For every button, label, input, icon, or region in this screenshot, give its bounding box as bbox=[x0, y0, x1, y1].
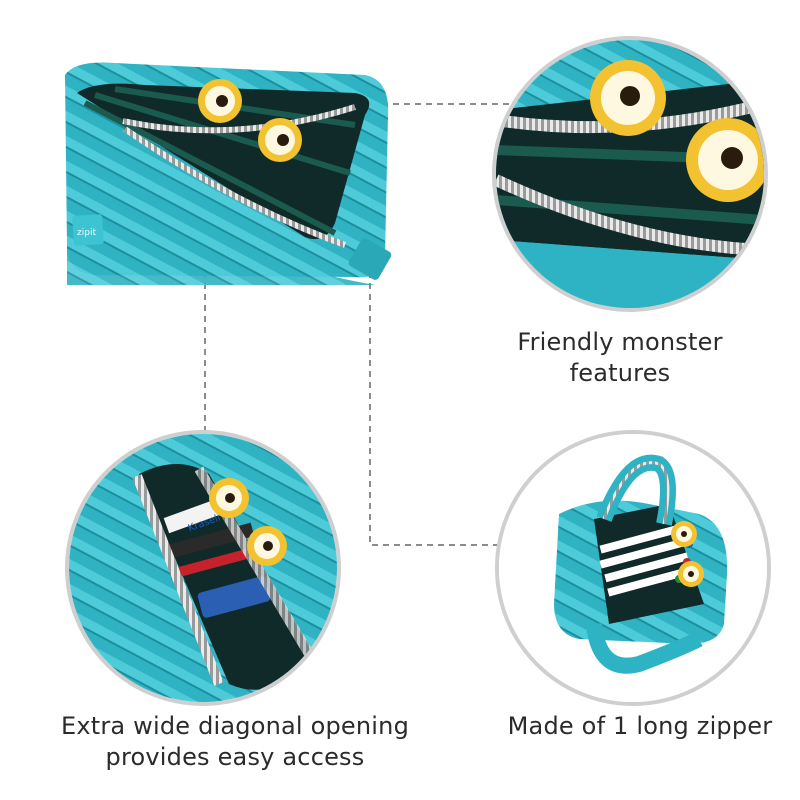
brand-tag-text: zipit bbox=[77, 228, 96, 238]
caption-diagonal-opening: Extra wide diagonal opening provides eas… bbox=[55, 711, 415, 773]
right-eye-icon bbox=[258, 118, 302, 162]
caption-diagonal-opening-line2: provides easy access bbox=[105, 743, 365, 771]
left-eye-icon bbox=[198, 79, 242, 123]
detail-circle-opening: Kraseli bbox=[65, 430, 341, 706]
caption-friendly-monster-line2: features bbox=[569, 359, 671, 387]
eye-icon-zipper-1 bbox=[671, 521, 697, 547]
eye-icon-opening-2 bbox=[247, 526, 287, 566]
caption-long-zipper: Made of 1 long zipper bbox=[495, 711, 785, 742]
main-product-image: zipit bbox=[65, 62, 392, 285]
caption-long-zipper-line1: Made of 1 long zipper bbox=[507, 712, 773, 740]
caption-friendly-monster-line1: Friendly monster bbox=[517, 328, 723, 356]
eye-icon-zipper-2 bbox=[678, 561, 704, 587]
eye-icon-opening-1 bbox=[209, 478, 249, 518]
large-eye-icon-2 bbox=[686, 118, 764, 202]
connector-bottom-right bbox=[369, 272, 500, 546]
detail-circle-monster bbox=[492, 36, 768, 312]
large-eye-icon-1 bbox=[590, 60, 666, 136]
detail-circle-zipper bbox=[495, 430, 771, 706]
caption-friendly-monster: Friendly monster features bbox=[490, 327, 750, 389]
caption-diagonal-opening-line1: Extra wide diagonal opening bbox=[60, 712, 410, 740]
